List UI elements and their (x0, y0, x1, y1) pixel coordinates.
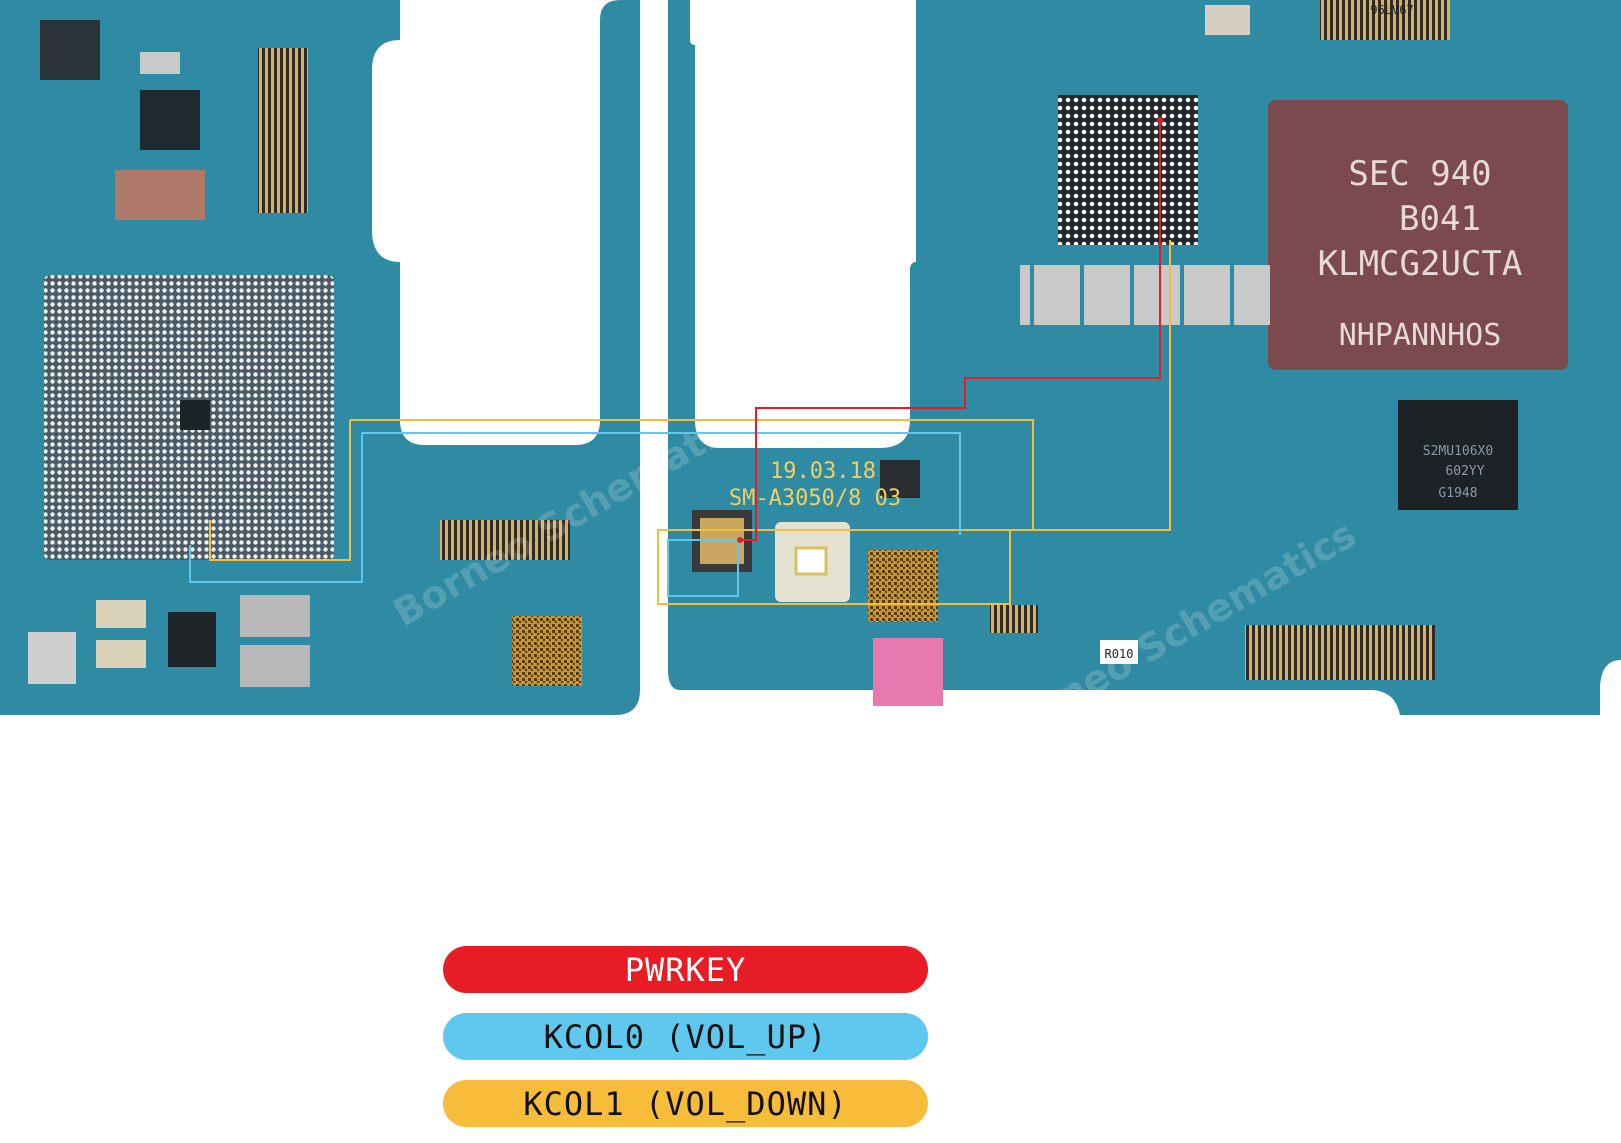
legend-pwrkey: PWRKEY (443, 946, 928, 993)
emmc-marking-3: KLMCG2UCTA (1318, 244, 1523, 284)
resistor-marking: R010 (1105, 647, 1134, 661)
connector-marking: 96LV67 (1370, 3, 1413, 17)
qr-left (512, 616, 582, 686)
charger-marking-1: S2MU106X0 (1423, 444, 1493, 459)
kcol0-trace (362, 432, 961, 535)
legend-kcol0-vol-up: KCOL0 (VOL_UP) (443, 1013, 928, 1060)
qr-right (868, 550, 938, 622)
emmc-marking-4: NHPANNHOS (1339, 318, 1502, 353)
pwrkey-trace (740, 120, 1161, 541)
pink-label (873, 638, 943, 706)
board-connector-bottom (1245, 625, 1435, 680)
inductor-row (1020, 265, 1270, 325)
emmc-marking-1: SEC 940 (1348, 154, 1491, 194)
connector-top-right (1320, 0, 1450, 40)
charger-ic (1398, 400, 1518, 510)
legend-kcol1-vol-down: KCOL1 (VOL_DOWN) (443, 1080, 928, 1127)
charger-marking-3: G1948 (1438, 486, 1477, 501)
fpc-connector-top (258, 48, 308, 213)
emmc-marking-2: B041 (1399, 199, 1481, 239)
charger-marking-2: 602YY (1445, 464, 1484, 479)
fpc-connector-bottom (440, 520, 570, 560)
date-code: 19.03.18 (770, 459, 876, 484)
model-code: SM-A3050/8 03 (729, 486, 901, 511)
pmic-bga (1058, 95, 1198, 245)
emmc-chip (1268, 100, 1568, 370)
